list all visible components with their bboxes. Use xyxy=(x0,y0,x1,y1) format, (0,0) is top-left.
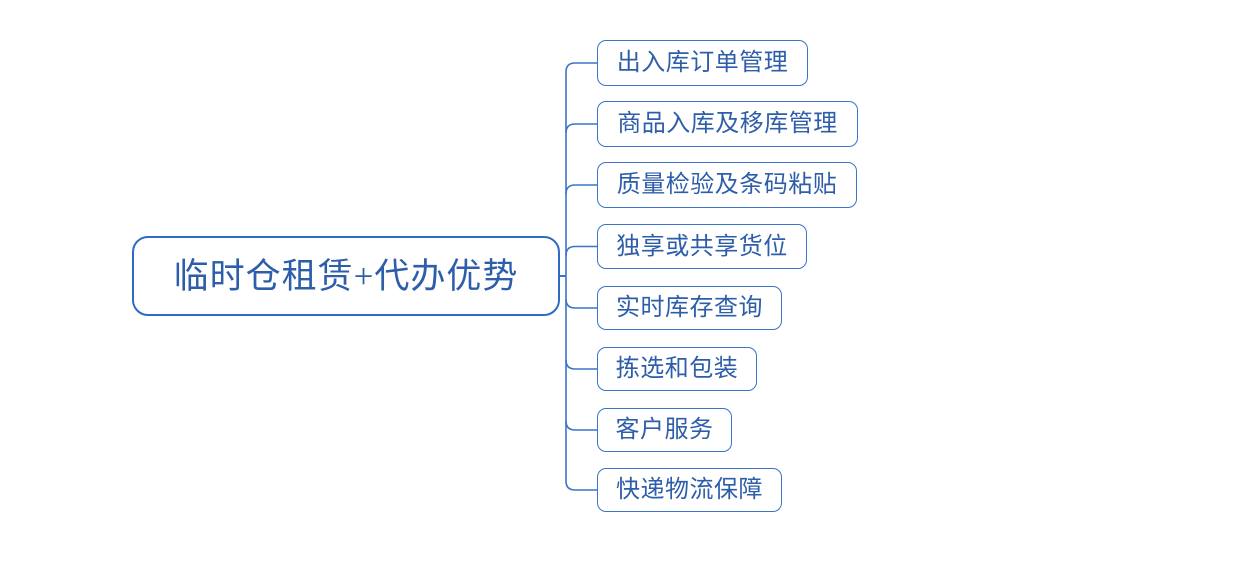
connector-segment xyxy=(565,245,597,256)
connector-segment xyxy=(565,420,597,431)
child-node-label: 实时库存查询 xyxy=(616,295,763,321)
root-node-label: 临时仓租赁+代办优势 xyxy=(173,256,519,296)
child-node-label: 拣选和包装 xyxy=(615,356,739,382)
root-node[interactable]: 临时仓租赁+代办优势 xyxy=(132,236,560,316)
connector-segment xyxy=(565,123,597,134)
child-node-label: 出入库订单管理 xyxy=(616,50,789,76)
child-node-4[interactable]: 独享或共享货位 xyxy=(597,224,807,269)
connector-segment xyxy=(565,62,597,73)
connector-segment xyxy=(565,480,597,491)
child-node-label: 质量检验及条码粘贴 xyxy=(616,172,838,198)
child-node-label: 商品入库及移库管理 xyxy=(617,111,838,137)
child-node-8[interactable]: 快递物流保障 xyxy=(597,468,782,512)
child-node-1[interactable]: 出入库订单管理 xyxy=(597,40,808,86)
child-node-label: 客户服务 xyxy=(615,417,714,443)
connector-segment xyxy=(565,298,597,309)
child-node-2[interactable]: 商品入库及移库管理 xyxy=(597,101,858,147)
child-node-6[interactable]: 拣选和包装 xyxy=(597,347,757,391)
connector-segment xyxy=(565,359,597,370)
child-node-3[interactable]: 质量检验及条码粘贴 xyxy=(597,162,857,208)
child-node-label: 独享或共享货位 xyxy=(616,233,788,260)
child-node-label: 快递物流保障 xyxy=(616,477,763,503)
child-node-7[interactable]: 客户服务 xyxy=(597,408,732,452)
child-node-5[interactable]: 实时库存查询 xyxy=(597,286,782,330)
connector-segment xyxy=(565,184,597,195)
